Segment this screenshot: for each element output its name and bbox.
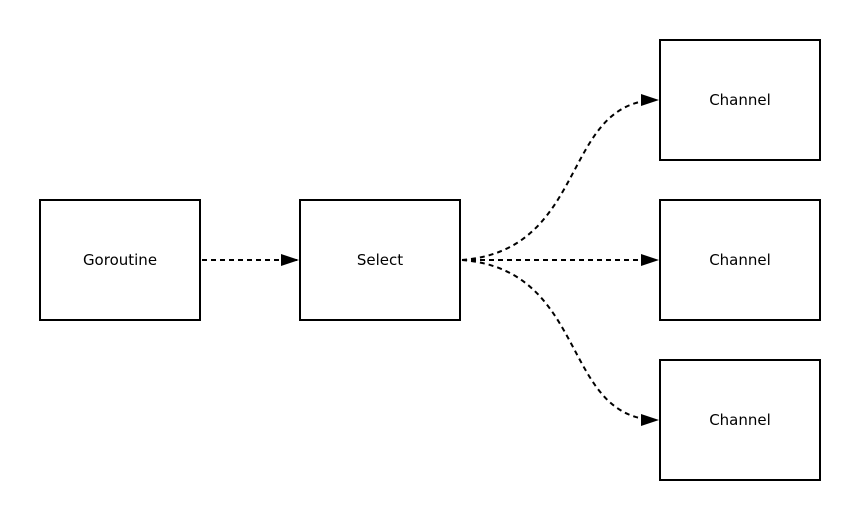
select-label: Select <box>357 251 403 269</box>
channel-node-middle: Channel <box>659 199 821 321</box>
select-box <box>299 199 461 321</box>
goroutine-box <box>39 199 201 321</box>
goroutine-label: Goroutine <box>83 251 157 269</box>
channel-node-bottom: Channel <box>659 359 821 481</box>
channel-box-bottom <box>659 359 821 481</box>
channel-box-top <box>659 39 821 161</box>
select-node: Select <box>299 199 461 321</box>
goroutine-node: Goroutine <box>39 199 201 321</box>
channel-label-bottom: Channel <box>709 411 771 429</box>
channel-label-middle: Channel <box>709 251 771 269</box>
edge-select-to-channel-top <box>461 94 659 261</box>
channel-box-middle <box>659 199 821 321</box>
channel-label-top: Channel <box>709 91 771 109</box>
channel-node-top: Channel <box>659 39 821 161</box>
edge-select-to-channel-bottom <box>461 259 659 426</box>
